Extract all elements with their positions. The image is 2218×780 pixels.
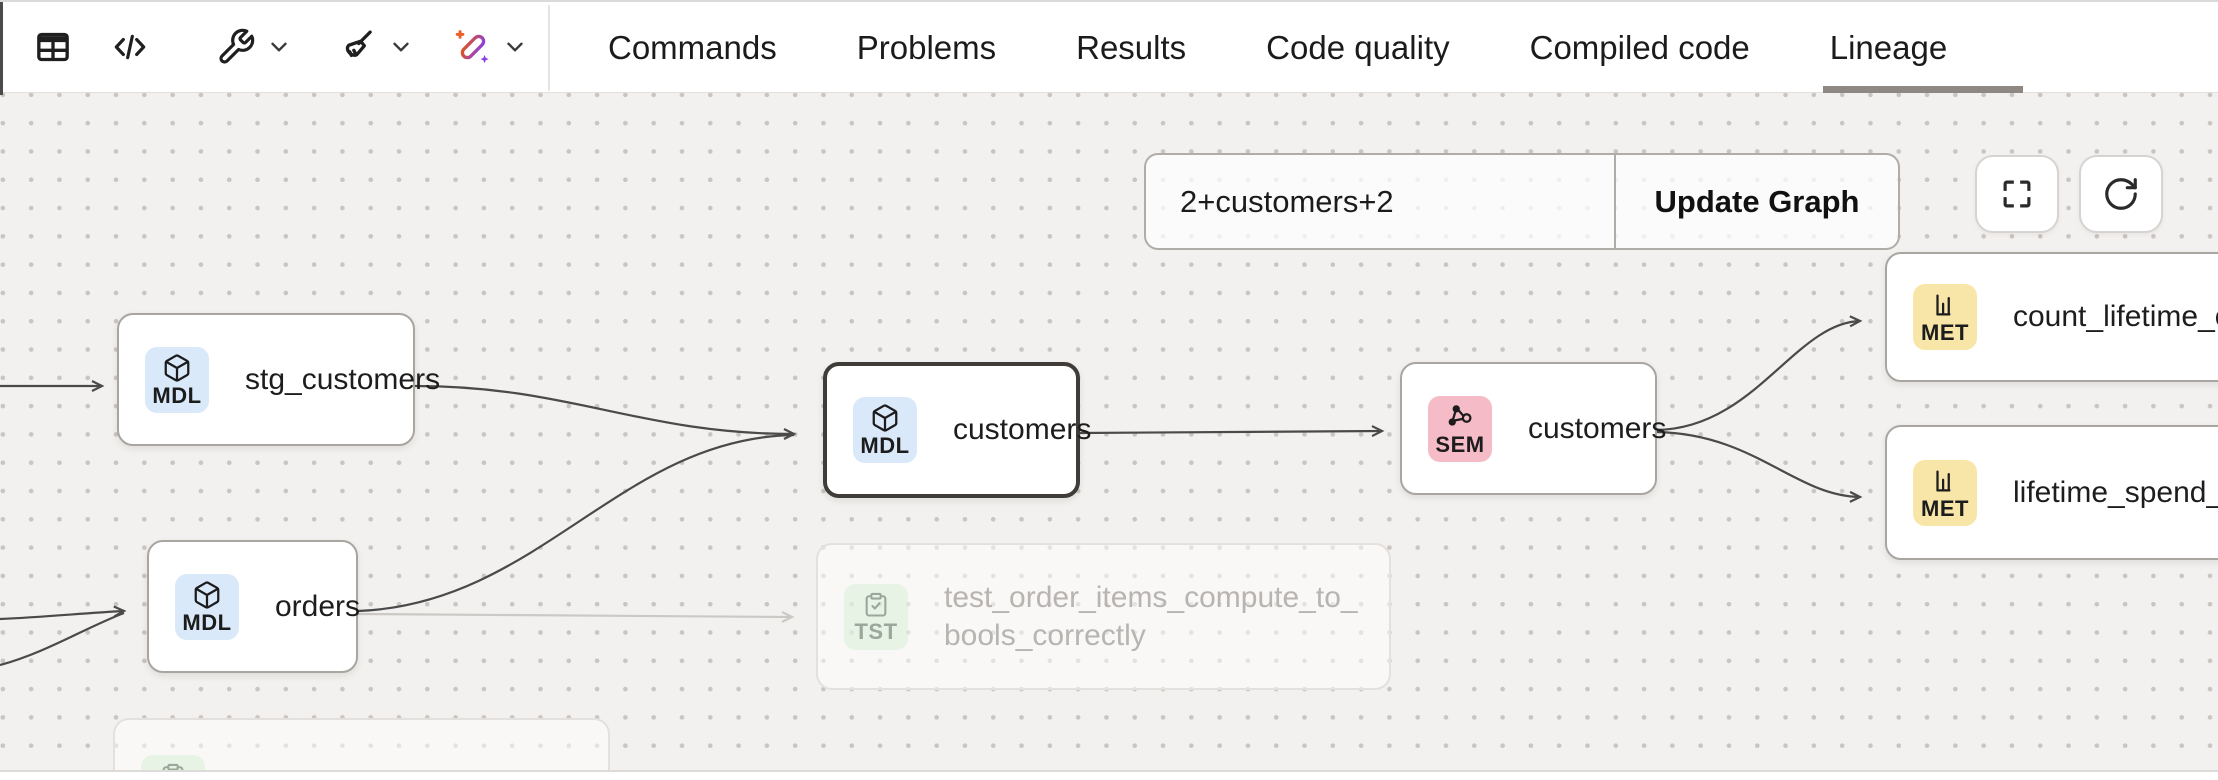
tab-results[interactable]: Results xyxy=(1076,28,1187,66)
pane-left-border xyxy=(0,2,3,95)
tab-code-quality[interactable]: Code quality xyxy=(1266,28,1450,66)
tab-commands[interactable]: Commands xyxy=(608,28,777,66)
semantic-model-badge: SEM xyxy=(1428,395,1492,462)
model-badge: MDL xyxy=(175,573,239,640)
active-tab-underline xyxy=(1823,86,2023,93)
network-icon xyxy=(1448,404,1472,426)
tab-compiled-code[interactable]: Compiled code xyxy=(1529,28,1750,66)
node-customers-semantic[interactable]: SEM customers xyxy=(1400,362,1666,495)
magic-wand-icon xyxy=(455,30,489,64)
node-stg-customers[interactable]: MDL stg_customers xyxy=(117,313,440,446)
tab-bar: Commands Problems Results Code quality C… xyxy=(608,2,1947,93)
graph-query-input[interactable] xyxy=(1146,155,1614,248)
model-badge: MDL xyxy=(145,346,209,413)
test-badge: TST xyxy=(844,583,908,650)
node-test-partial[interactable]: TST xyxy=(113,718,610,780)
wrench-icon xyxy=(219,28,255,64)
chevron-down-icon xyxy=(507,42,523,52)
ai-assist-button[interactable] xyxy=(452,26,494,68)
clipboard-check-icon xyxy=(865,592,887,617)
build-button[interactable] xyxy=(216,27,256,67)
graph-query-box: Update Graph xyxy=(1144,153,1900,250)
model-badge: MDL xyxy=(853,397,917,463)
chevron-down-icon xyxy=(393,42,409,52)
code-icon xyxy=(114,34,146,60)
table-icon xyxy=(37,32,69,62)
broom-icon xyxy=(345,30,372,58)
fit-view-icon xyxy=(2003,180,2031,208)
refresh-icon xyxy=(2105,178,2137,210)
bar-chart-icon xyxy=(1936,294,1951,316)
toolbar-divider xyxy=(548,5,550,91)
update-graph-button[interactable]: Update Graph xyxy=(1614,155,1898,248)
node-lifetime-spend-pretax[interactable]: MET lifetime_spend_pretax xyxy=(1885,425,2218,560)
bottom-strip xyxy=(0,770,2218,780)
node-test-order-items[interactable]: TST test_order_items_compute_to_bools_co… xyxy=(816,543,1391,690)
tab-problems[interactable]: Problems xyxy=(856,28,997,66)
clean-menu-button[interactable] xyxy=(388,34,414,60)
tab-lineage[interactable]: Lineage xyxy=(1829,28,1948,66)
node-count-lifetime-orders[interactable]: MET count_lifetime_orders xyxy=(1885,252,2218,382)
refresh-button[interactable] xyxy=(2079,155,2163,233)
clean-button[interactable] xyxy=(336,26,378,68)
node-customers-model[interactable]: MDL customers xyxy=(823,362,1091,498)
ai-assist-menu-button[interactable] xyxy=(502,34,528,60)
cube-icon xyxy=(194,580,220,609)
node-orders[interactable]: MDL orders xyxy=(147,540,360,673)
metric-badge: MET xyxy=(1913,459,1977,526)
metric-badge: MET xyxy=(1913,284,1977,350)
cube-icon xyxy=(872,404,898,432)
cube-icon xyxy=(164,353,190,382)
bar-chart-icon xyxy=(1936,470,1951,491)
code-button[interactable] xyxy=(110,27,150,67)
build-menu-button[interactable] xyxy=(266,34,292,60)
top-toolbar: Commands Problems Results Code quality C… xyxy=(0,0,2218,95)
fit-view-button[interactable] xyxy=(1975,155,2059,233)
chevron-down-icon xyxy=(271,42,287,52)
table-button[interactable] xyxy=(33,27,73,67)
